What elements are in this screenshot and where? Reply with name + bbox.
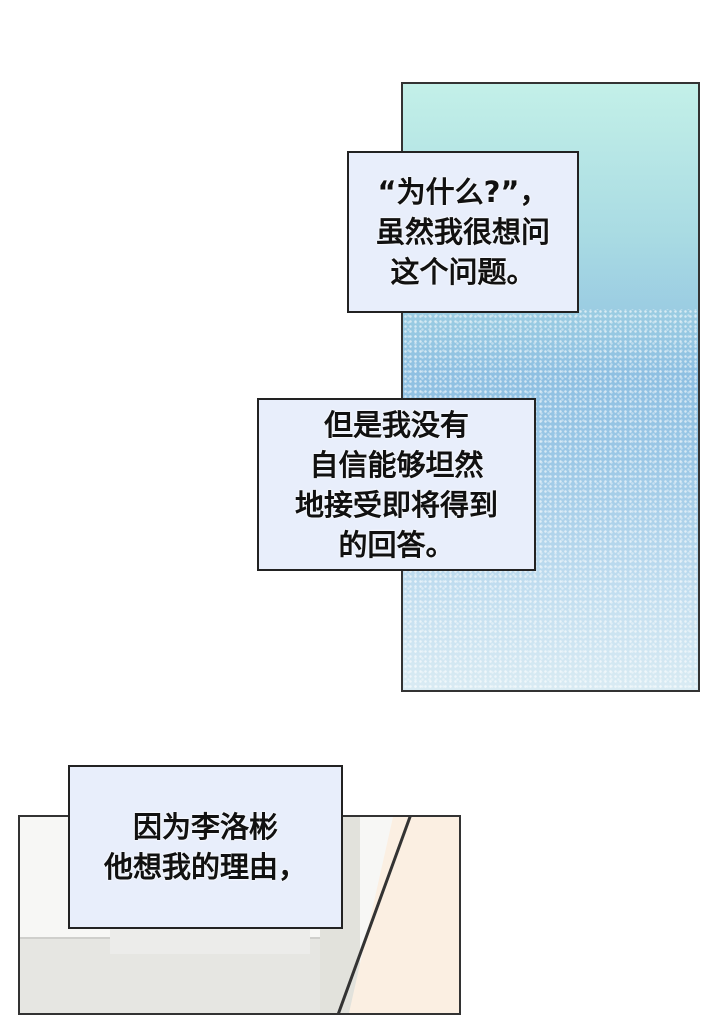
caption-box: 因为李洛彬 他想我的理由， <box>68 765 343 929</box>
caption-line: 虽然我很想问 <box>375 215 550 249</box>
caption-line: 这个问题。 <box>390 255 536 289</box>
caption-line: 的回答。 <box>338 527 455 562</box>
caption-box: 但是我没有 自信能够坦然 地接受即将得到 的回答。 <box>257 398 536 571</box>
caption-line: 自信能够坦然 <box>309 447 484 482</box>
caption-line: 地接受即将得到 <box>294 487 498 522</box>
caption-line: 因为李洛彬 <box>132 810 278 844</box>
caption-line: 但是我没有 <box>323 407 469 442</box>
caption-box: “为什么?”， 虽然我很想问 这个问题。 <box>347 151 579 313</box>
caption-line: 他想我的理由， <box>103 850 307 884</box>
caption-line: “为什么?”， <box>377 175 549 209</box>
character-skin-area <box>349 817 459 1013</box>
